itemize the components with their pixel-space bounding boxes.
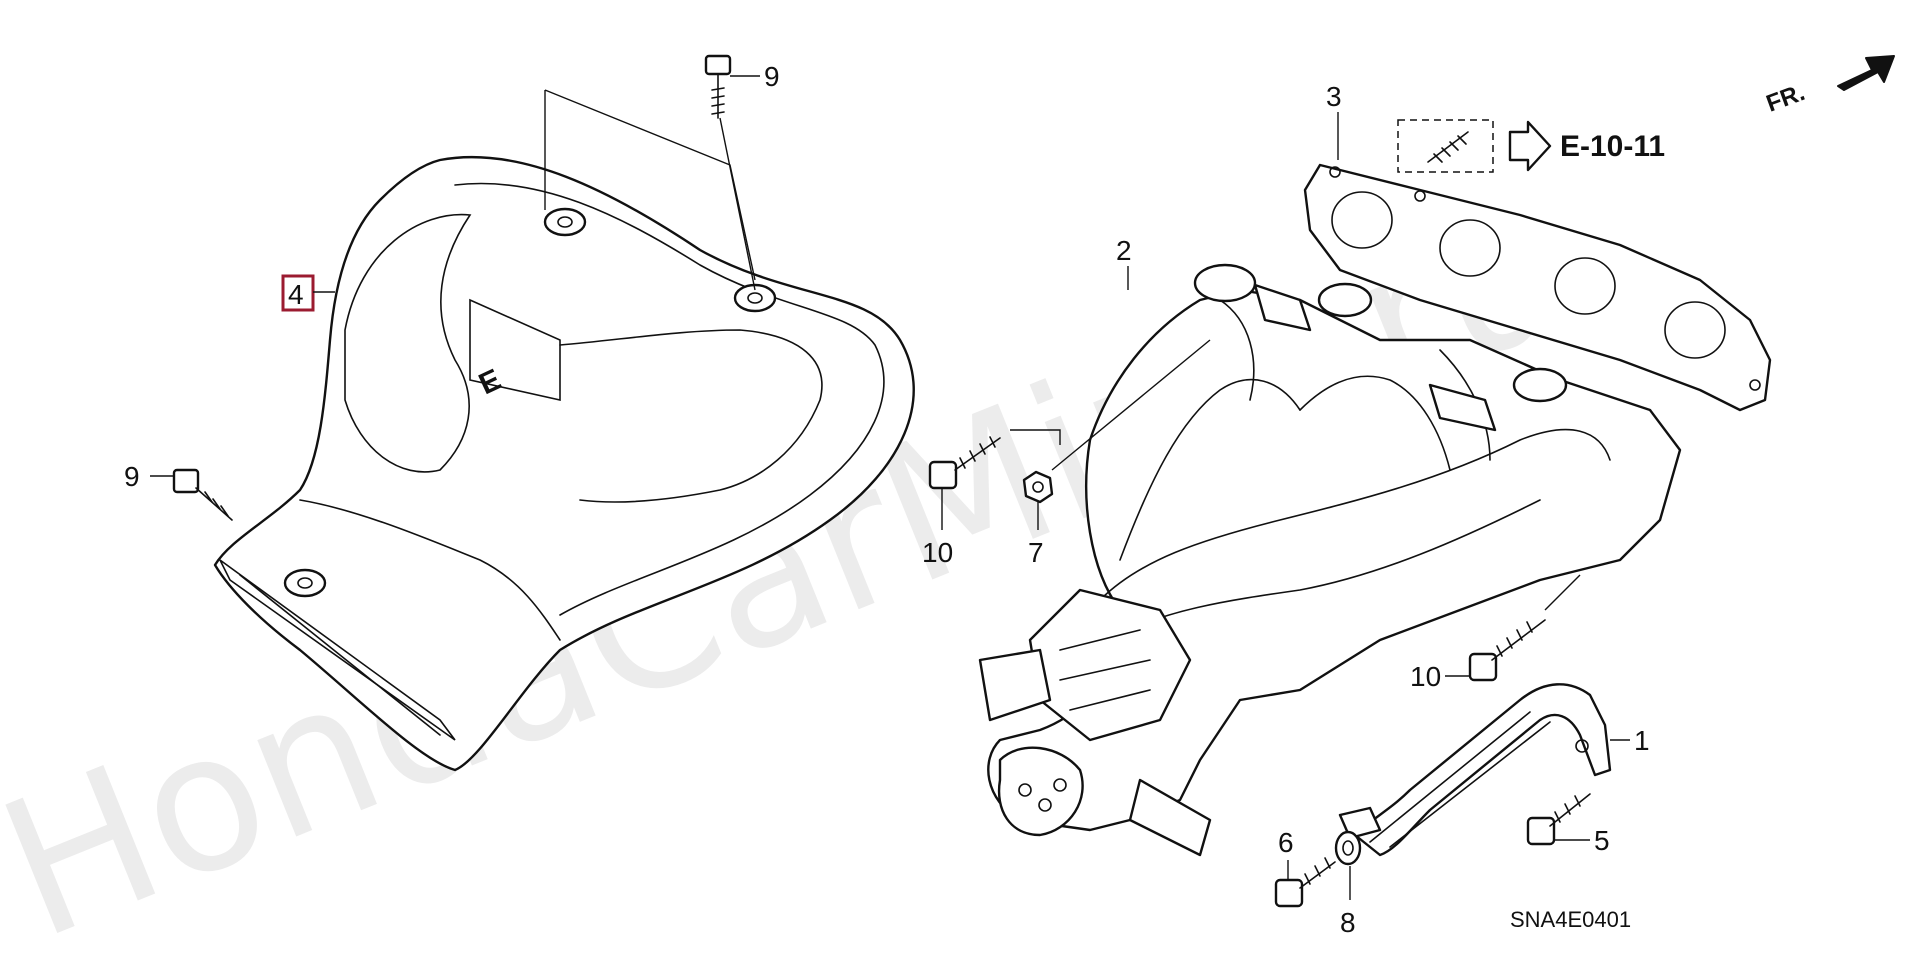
callout-2[interactable]: 2 — [1116, 235, 1132, 266]
grommet — [283, 568, 327, 598]
callout-9-top[interactable]: 9 — [764, 61, 780, 92]
bolt-10-left[interactable] — [928, 436, 1001, 490]
callout-1[interactable]: 1 — [1634, 725, 1650, 756]
callout-10-right[interactable]: 10 — [1410, 661, 1441, 692]
nut-7[interactable] — [1022, 470, 1054, 504]
manifold-gasket-part[interactable] — [1303, 163, 1772, 412]
grommet — [733, 283, 777, 313]
stud-reference-box — [1397, 119, 1494, 173]
bolt-5[interactable] — [1526, 793, 1591, 846]
heat-shield-part[interactable]: E — [213, 155, 915, 772]
manifold-stay-part[interactable] — [1338, 683, 1612, 857]
callout-4[interactable]: 4 — [288, 279, 304, 310]
reference-link[interactable]: E-10-11 — [1560, 130, 1665, 163]
bolt-10-right[interactable] — [1468, 619, 1546, 682]
direction-label: FR. — [1763, 79, 1809, 118]
callout-10-left[interactable]: 10 — [922, 537, 953, 568]
exhaust-manifold-part[interactable] — [978, 263, 1682, 857]
callout-5[interactable]: 5 — [1594, 825, 1610, 856]
reference-arrow-icon[interactable] — [1508, 120, 1552, 172]
callout-9-left[interactable]: 9 — [124, 461, 140, 492]
bolt-6[interactable] — [1274, 857, 1336, 908]
stud-icon — [1427, 131, 1469, 163]
callout-6[interactable]: 6 — [1278, 827, 1294, 858]
washer-8[interactable] — [1334, 830, 1362, 866]
front-direction-arrow-icon — [1837, 55, 1895, 91]
callout-8[interactable]: 8 — [1340, 907, 1356, 938]
diagram-code: SNA4E0401 — [1510, 907, 1631, 932]
callout-7[interactable]: 7 — [1028, 537, 1044, 568]
callout-3[interactable]: 3 — [1326, 81, 1342, 112]
grommet — [543, 207, 587, 237]
bolt-9-left[interactable] — [172, 468, 233, 521]
bolt-9-top[interactable] — [704, 54, 732, 119]
callout-4-box[interactable] — [281, 274, 315, 312]
